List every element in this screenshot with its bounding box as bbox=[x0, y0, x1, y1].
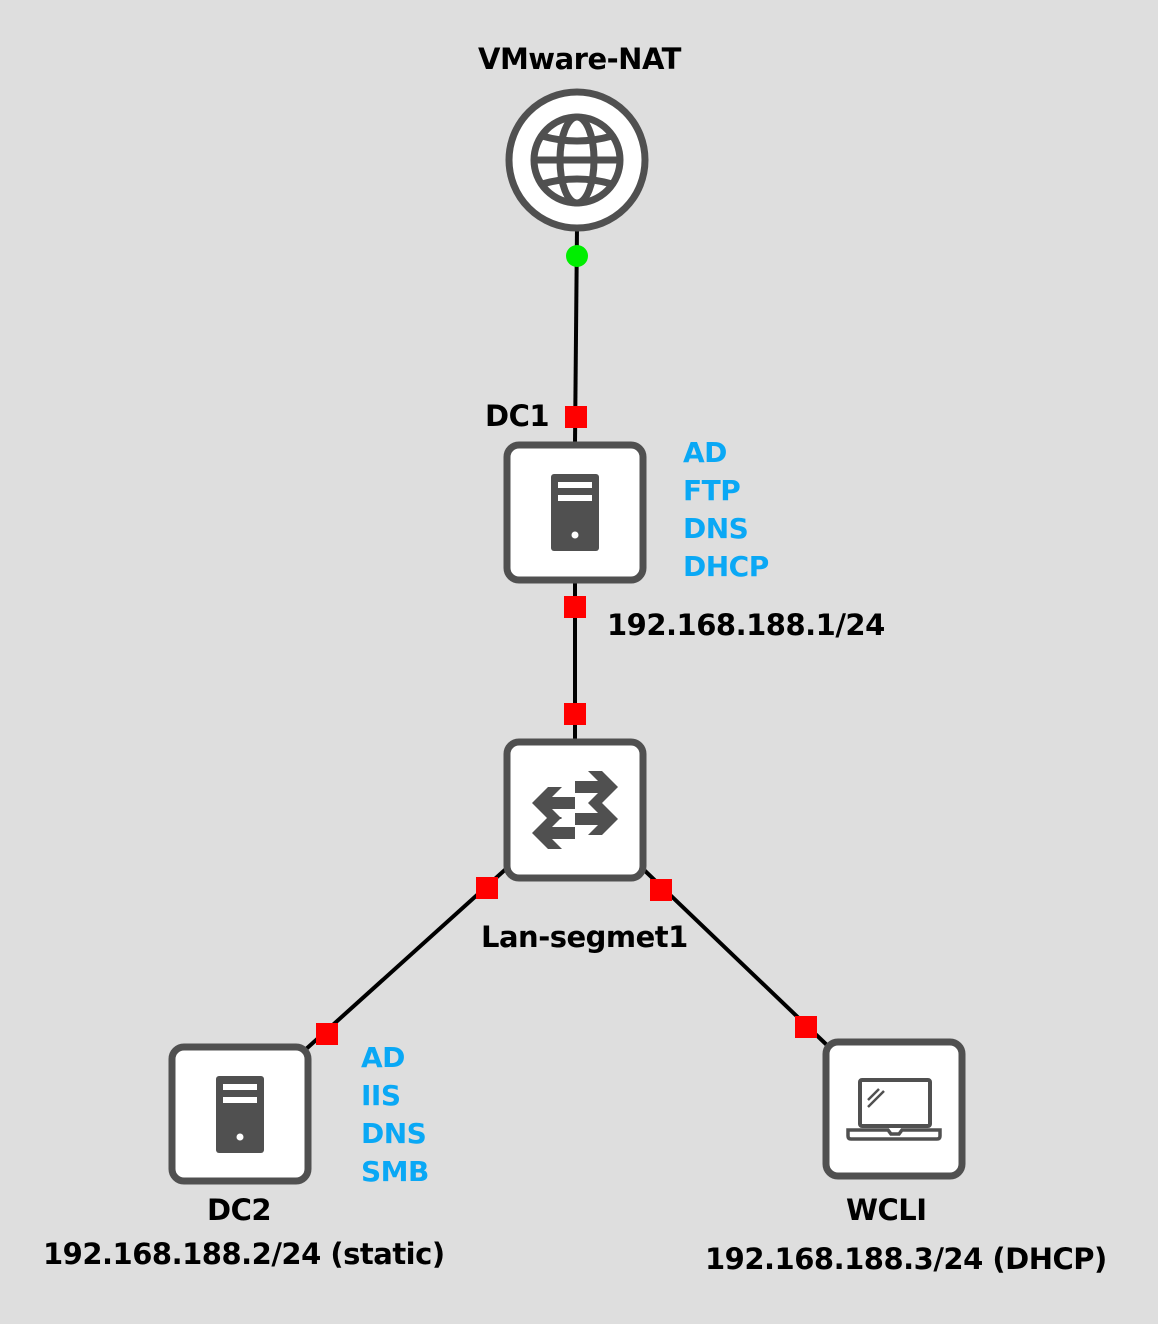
node-dc1[interactable] bbox=[503, 441, 647, 584]
node-label-dc1: DC1 bbox=[485, 399, 550, 433]
ip-label-wcli: 192.168.188.3/24 (DHCP) bbox=[705, 1242, 1107, 1276]
service-item: FTP bbox=[683, 474, 741, 507]
port-switch-top[interactable] bbox=[564, 703, 586, 725]
node-label-wcli: WCLI bbox=[846, 1193, 927, 1227]
service-item: DHCP bbox=[683, 550, 769, 583]
service-item: DNS bbox=[361, 1117, 427, 1150]
services-dc1: AD FTP DNS DHCP bbox=[683, 434, 769, 586]
port-nat-up[interactable] bbox=[566, 245, 588, 267]
globe-icon bbox=[530, 113, 624, 207]
link-switch-dc2[interactable] bbox=[303, 866, 509, 1052]
service-item: DNS bbox=[683, 512, 749, 545]
laptop-icon bbox=[846, 1078, 942, 1141]
port-switch-left[interactable] bbox=[476, 877, 498, 899]
switch-arrows-icon bbox=[532, 771, 618, 849]
server-icon bbox=[216, 1076, 264, 1153]
ip-label-dc1: 192.168.188.1/24 bbox=[607, 608, 885, 642]
node-label-lan-segmet1: Lan-segmet1 bbox=[481, 920, 688, 954]
services-dc2: AD IIS DNS SMB bbox=[361, 1039, 429, 1191]
port-wcli[interactable] bbox=[795, 1016, 817, 1038]
port-dc2[interactable] bbox=[316, 1023, 338, 1045]
service-item: AD bbox=[361, 1041, 405, 1074]
node-lan-segmet1[interactable] bbox=[503, 738, 647, 882]
port-dc1-bottom[interactable] bbox=[564, 596, 586, 618]
port-dc1-top[interactable] bbox=[565, 406, 587, 428]
node-wcli[interactable] bbox=[822, 1038, 966, 1180]
node-label-dc2: DC2 bbox=[207, 1193, 272, 1227]
node-label-vmware-nat: VMware-NAT bbox=[478, 42, 681, 76]
service-item: IIS bbox=[361, 1079, 401, 1112]
node-vmware-nat[interactable] bbox=[505, 88, 649, 232]
ip-label-dc2: 192.168.188.2/24 (static) bbox=[43, 1237, 445, 1271]
node-dc2[interactable] bbox=[168, 1043, 312, 1185]
service-item: SMB bbox=[361, 1155, 429, 1188]
server-icon bbox=[551, 474, 599, 551]
port-switch-right[interactable] bbox=[650, 879, 672, 901]
service-item: AD bbox=[683, 436, 727, 469]
